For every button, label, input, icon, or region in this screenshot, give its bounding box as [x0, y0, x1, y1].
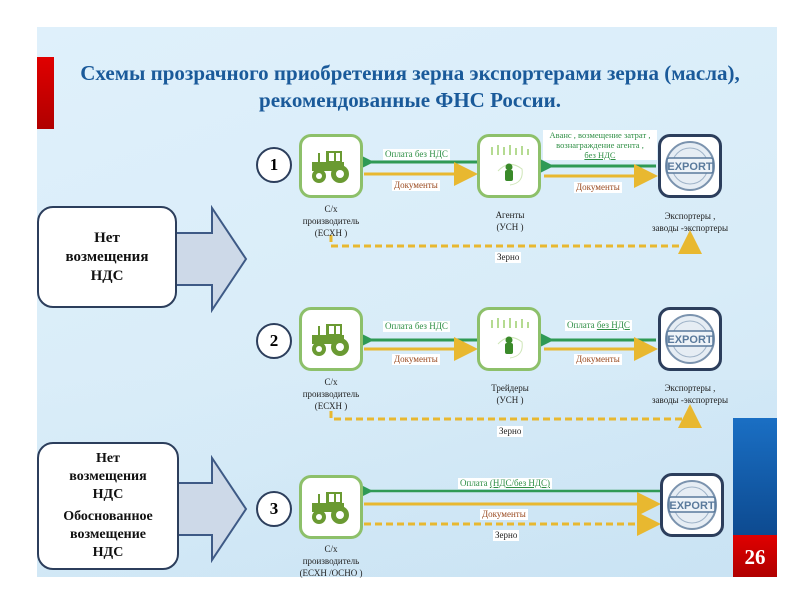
- agent-caption: Агенты (УСН ): [460, 209, 560, 233]
- slide-title: Схемы прозрачного приобретения зерна экс…: [60, 60, 760, 114]
- label-line: Аванс , возмещение затрат ,: [549, 130, 651, 140]
- producer-caption-3: С/х производитель (ЕСХН /ОСНО ): [276, 543, 386, 579]
- export-stamp-icon: EXPORT: [665, 141, 715, 191]
- exporter-node-2: EXPORT: [658, 307, 722, 371]
- side-box-line: НДС: [92, 487, 124, 502]
- docs-label-3: Документы: [480, 509, 528, 520]
- trader-caption: Трейдеры (УСН ): [460, 382, 560, 406]
- grain-label-2: Зерно: [497, 426, 524, 437]
- producer-node-3: [299, 475, 363, 539]
- label-underlined: без НДС: [596, 320, 630, 330]
- agent-node: [477, 134, 541, 198]
- docs-label-2b: Документы: [574, 354, 622, 365]
- side-box-line: НДС: [92, 545, 124, 560]
- side-box-line: Нет: [94, 229, 120, 246]
- caption-line: С/х: [324, 204, 338, 214]
- caption-line: (ЕСХН /ОСНО ): [299, 568, 363, 578]
- caption-line: Трейдеры: [491, 383, 529, 393]
- caption-line: производитель: [302, 216, 360, 226]
- caption-line: (УСН ): [496, 395, 524, 405]
- svg-text:EXPORT: EXPORT: [667, 161, 713, 173]
- side-box-line: Обоснованное: [63, 509, 153, 524]
- scheme-number-2: 2: [256, 323, 292, 359]
- grain-arrow-2: [329, 404, 702, 428]
- caption-line: производитель: [302, 389, 360, 399]
- scheme-number-3: 3: [256, 491, 292, 527]
- side-box-justified-vat-refund: Нет возмещения НДС Обоснованное возмещен…: [37, 442, 179, 570]
- title-accent-bar: [37, 57, 54, 129]
- label-line: без НДС: [584, 150, 616, 160]
- svg-text:EXPORT: EXPORT: [667, 334, 713, 346]
- side-box-line: НДС: [90, 267, 124, 284]
- grain-label-3: Зерно: [493, 530, 520, 541]
- caption-line: (ЕСХН ): [314, 228, 348, 238]
- side-box-line: возмещение: [69, 527, 147, 542]
- page-number: 26: [733, 535, 777, 577]
- side-box-no-vat-refund: Нет возмещения НДС: [37, 206, 177, 308]
- caption-line: (ЕСХН ): [314, 401, 348, 411]
- label-underlined: (НДС/без НДС): [489, 478, 551, 488]
- producer-node-2: [299, 307, 363, 371]
- label-line: вознаграждение агента ,: [556, 140, 644, 150]
- payment-label-2a: Оплата без НДС: [383, 321, 450, 332]
- caption-line: Экспортеры ,: [664, 211, 716, 221]
- label-prefix: Оплата: [567, 320, 595, 330]
- tractor-icon: [312, 492, 349, 524]
- exporter-node-3: EXPORT: [660, 473, 724, 537]
- export-stamp-icon: EXPORT: [665, 314, 715, 364]
- caption-line: заводы -экспортеры: [651, 395, 729, 405]
- caption-line: С/х: [324, 544, 338, 554]
- producer-caption-1: С/х производитель (ЕСХН ): [276, 203, 386, 239]
- side-box-line: возмещения: [65, 248, 149, 265]
- payment-label-1a: Оплата без НДС: [383, 149, 450, 160]
- producer-node-1: [299, 134, 363, 198]
- exporter-caption-2: Экспортеры , заводы -экспортеры: [630, 382, 750, 406]
- caption-line: (УСН ): [496, 222, 524, 232]
- trader-crop-icon: [491, 318, 529, 359]
- slide-title-line-1: Схемы прозрачного приобретения зерна экс…: [80, 61, 740, 85]
- grain-label-1: Зерно: [495, 252, 522, 263]
- slide-title-line-2: рекомендованные ФНС России.: [259, 88, 561, 112]
- docs-label-1a: Документы: [392, 180, 440, 191]
- exporter-caption-1: Экспортеры , заводы -экспортеры: [630, 210, 750, 234]
- payment-label-1b: Аванс , возмещение затрат , вознагражден…: [543, 130, 657, 160]
- trader-node: [477, 307, 541, 371]
- page-number-blue-band: [733, 418, 777, 535]
- exporter-node-1: EXPORT: [658, 134, 722, 198]
- svg-text:EXPORT: EXPORT: [669, 500, 715, 512]
- scheme-number-1: 1: [256, 147, 292, 183]
- docs-label-2a: Документы: [392, 354, 440, 365]
- label-prefix: Оплата: [460, 478, 488, 488]
- side-box-line: Нет: [96, 451, 120, 466]
- payment-label-3: Оплата (НДС/без НДС): [458, 478, 553, 489]
- caption-line: Агенты: [495, 210, 525, 220]
- agent-crop-icon: [491, 145, 529, 186]
- caption-line: заводы -экспортеры: [651, 223, 729, 233]
- caption-line: С/х: [324, 377, 338, 387]
- tractor-icon: [312, 324, 349, 356]
- docs-label-1b: Документы: [574, 182, 622, 193]
- export-stamp-icon: EXPORT: [667, 480, 717, 530]
- tractor-icon: [312, 151, 349, 183]
- caption-line: производитель: [302, 556, 360, 566]
- page-number-block: 26: [733, 418, 777, 577]
- grain-arrow-1: [329, 230, 702, 254]
- payment-label-2b: Оплата без НДС: [565, 320, 632, 331]
- producer-caption-2: С/х производитель (ЕСХН ): [276, 376, 386, 412]
- caption-line: Экспортеры ,: [664, 383, 716, 393]
- side-box-line: возмещения: [69, 469, 147, 484]
